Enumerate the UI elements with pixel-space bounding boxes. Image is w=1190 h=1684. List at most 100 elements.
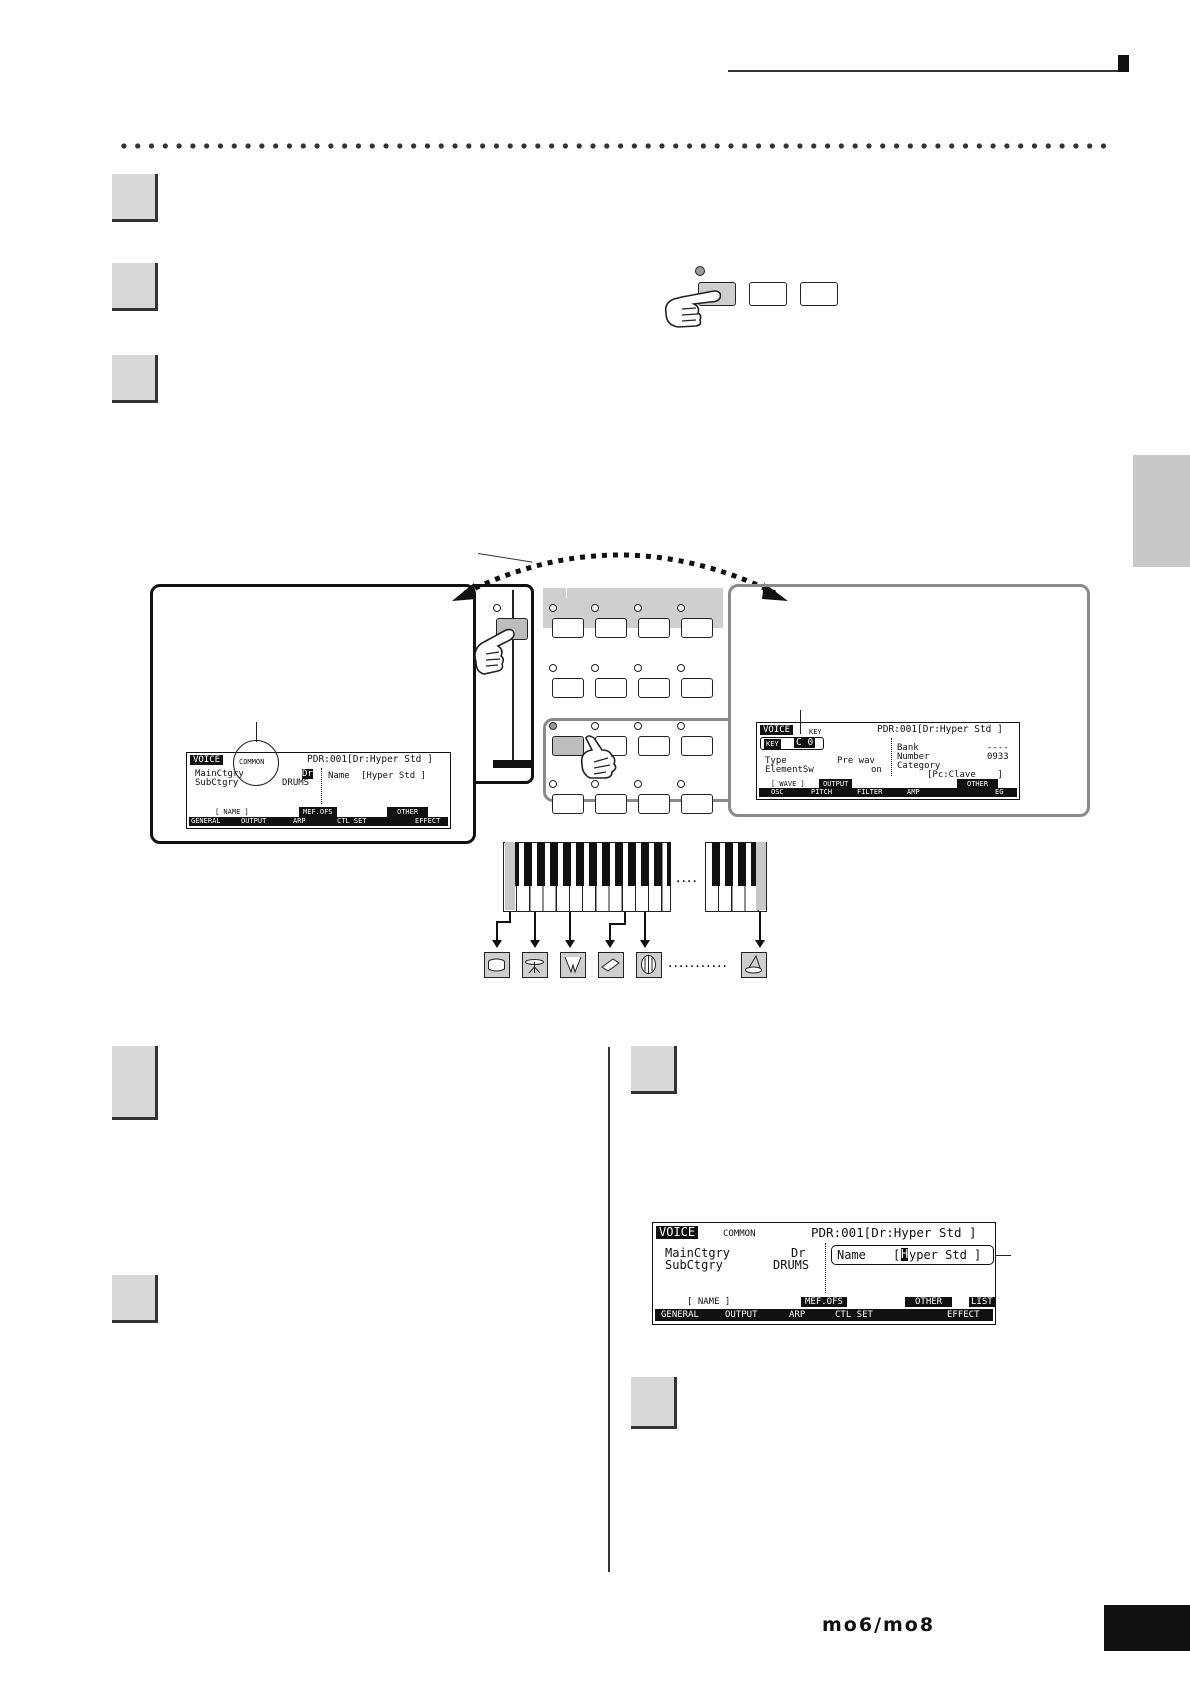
key-lcd-small: VOICE KEY PDR:001[Dr:Hyper Std ] KEY C 0… [756, 722, 1020, 800]
common-connector-bar [493, 760, 531, 768]
large-tab-general[interactable]: GENERAL [661, 1310, 699, 1320]
tab-effect[interactable]: EFFECT [415, 817, 441, 825]
type-value: Pre wav [837, 756, 875, 766]
number-button-16[interactable] [681, 794, 713, 814]
number-led-7 [634, 664, 642, 672]
number-led-14 [591, 780, 599, 788]
mode-button-2[interactable] [749, 282, 787, 306]
element-led-3 [634, 604, 642, 612]
large-main-ctgry-label: MainCtgry [665, 1246, 731, 1260]
tab-eg[interactable]: EG [995, 788, 1004, 796]
number-button-12[interactable] [681, 736, 713, 756]
number-value: 0933 [987, 752, 1009, 762]
elementsw-value: on [871, 765, 882, 775]
key-edit-panel [728, 584, 1090, 817]
bank-label: Bank [897, 743, 919, 753]
cymbal-icon [522, 952, 548, 978]
tab-ctl-set[interactable]: CTL SET [337, 817, 367, 825]
key-value: C 0 [794, 737, 816, 748]
tab-filter[interactable]: FILTER [857, 788, 883, 796]
step-box-1 [112, 174, 158, 222]
column-divider [608, 1047, 610, 1572]
header-rule [728, 70, 1118, 72]
black-keys-2 [712, 842, 762, 886]
key-mapping-arrows [492, 912, 765, 948]
element-led-1 [549, 604, 557, 612]
key-tab-bar [759, 788, 1017, 797]
step-box-2 [112, 263, 158, 311]
key-soft-other: OTHER [957, 779, 999, 789]
sub-ctgry-value: DRUMS [282, 778, 310, 788]
number-led-13 [549, 780, 557, 788]
bank-value: ---- [987, 743, 1009, 753]
number-button-13[interactable] [552, 794, 584, 814]
element-button-1[interactable] [552, 618, 584, 638]
step-box-7 [631, 1377, 677, 1429]
key-program-name: PDR:001[Dr:Hyper Std ] [877, 724, 1003, 735]
key-selector-box [760, 737, 824, 750]
tab-osc[interactable]: OSC [771, 788, 784, 796]
common-edit-panel [150, 584, 476, 844]
large-mode-tag: COMMON [723, 1229, 756, 1239]
large-tab-ctl-set[interactable]: CTL SET [835, 1310, 873, 1320]
tab-general[interactable]: GENERAL [191, 817, 221, 825]
mode-button-3[interactable] [800, 282, 838, 306]
number-led-12 [677, 722, 685, 730]
key-button[interactable] [552, 736, 584, 756]
number-led-10 [591, 722, 599, 730]
category-label: Category [897, 761, 941, 771]
number-button-8[interactable] [681, 678, 713, 698]
key-panel-bracket [543, 718, 729, 802]
soft-mef: MEF.OFS [299, 807, 337, 817]
number-led-16 [677, 780, 685, 788]
large-name-rest: yper Std ] [909, 1248, 982, 1262]
bass-drum-icon [484, 952, 510, 978]
footer-logo: mo6/mo8 [822, 1614, 936, 1636]
tab-amp[interactable]: AMP [907, 788, 920, 796]
name-cursor-char[interactable]: H [901, 1247, 909, 1261]
snare-drum-icon [636, 952, 662, 978]
pointing-hand-icon [664, 290, 722, 328]
large-soft-name: [ NAME ] [687, 1297, 731, 1307]
large-voice-tag: VOICE [656, 1226, 699, 1239]
number-led-11 [634, 722, 642, 730]
large-tab-arp[interactable]: ARP [789, 1310, 806, 1320]
number-led-6 [591, 664, 599, 672]
number-button-11[interactable] [638, 736, 670, 756]
type-label: Type [765, 756, 787, 766]
black-keys-1 [511, 842, 671, 886]
woodblock-icon [598, 952, 624, 978]
number-led-9 [549, 722, 557, 730]
number-button-6[interactable] [595, 678, 627, 698]
element-button-4[interactable] [681, 618, 713, 638]
category-value: [Pc:Clave ] [927, 770, 1003, 780]
element-button-3[interactable] [638, 618, 670, 638]
large-tab-bar [655, 1309, 993, 1321]
tab-arp[interactable]: ARP [293, 817, 306, 825]
key-lcd-divider [891, 738, 892, 776]
cowbell-icon [560, 952, 586, 978]
number-led-15 [634, 780, 642, 788]
number-button-7[interactable] [638, 678, 670, 698]
step-box-6 [631, 1046, 677, 1094]
main-ctgry-value: Dr [302, 769, 313, 779]
header-marker [1118, 55, 1129, 72]
tab-pitch[interactable]: PITCH [811, 788, 833, 796]
large-tab-effect[interactable]: EFFECT [947, 1310, 980, 1320]
step-box-4 [112, 1046, 158, 1120]
large-soft-mef: MEF.OFS [801, 1297, 847, 1307]
number-button-5[interactable] [552, 678, 584, 698]
elementsw-label: ElementSw [765, 765, 814, 775]
number-button-14[interactable] [595, 794, 627, 814]
large-sub-ctgry-label: SubCtgry [665, 1258, 723, 1272]
tab-output[interactable]: OUTPUT [241, 817, 267, 825]
large-tab-output[interactable]: OUTPUT [725, 1310, 758, 1320]
large-soft-other: OTHER [905, 1297, 953, 1307]
main-ctgry-label: MainCtgry [195, 769, 244, 779]
large-soft-list: LIST [969, 1297, 995, 1307]
key-mode-tag: KEY [809, 728, 822, 736]
number-button-15[interactable] [638, 794, 670, 814]
tab-bar [189, 817, 448, 826]
element-button-2[interactable] [595, 618, 627, 638]
common-connector [512, 590, 514, 762]
